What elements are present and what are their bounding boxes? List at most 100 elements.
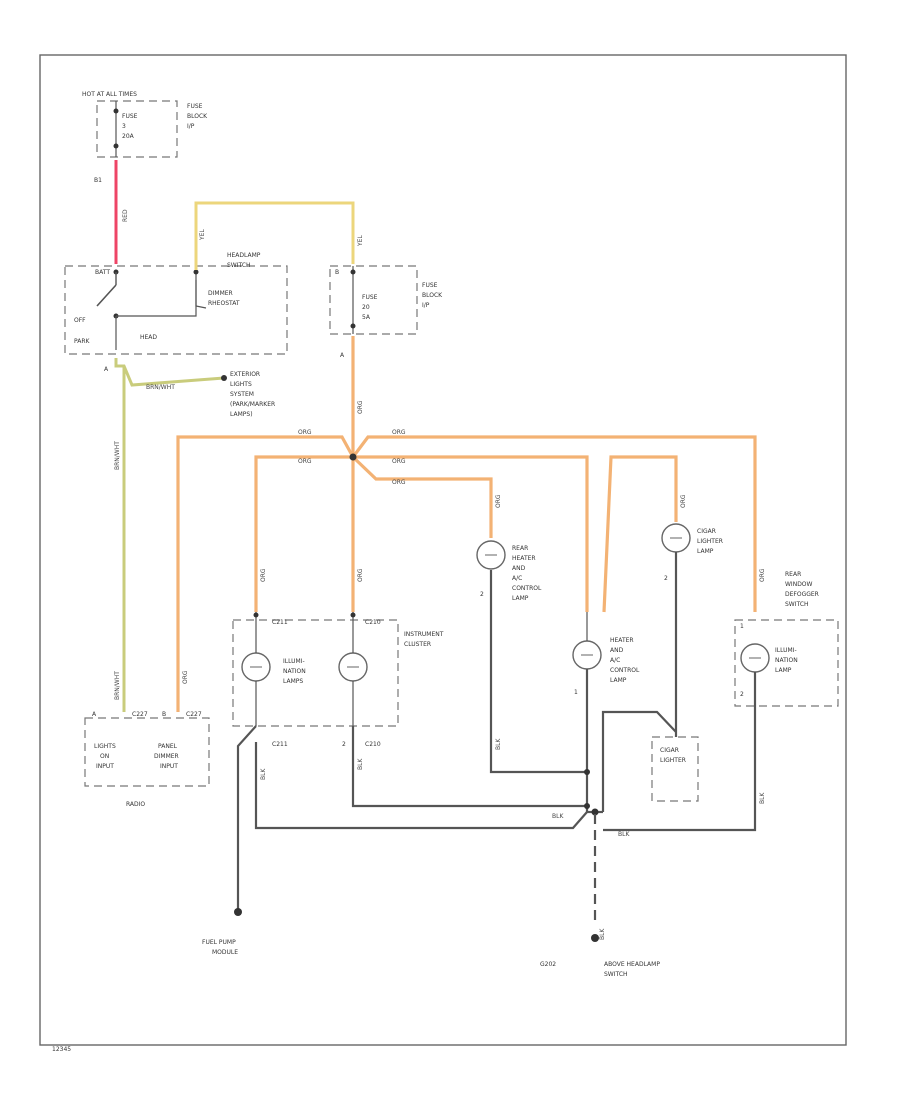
rear-heater-label-6: LAMP [512, 595, 529, 602]
frame-id: 12345 [52, 1046, 71, 1053]
cigar-lighter-box [651, 736, 699, 802]
brn-wht-wire-label-3: BRN/WHT [114, 671, 121, 700]
orange-wire-cluster-left-label-2: ORG [260, 568, 267, 582]
brn-wht-wire-label-1: BRN/WHT [146, 384, 175, 391]
defogger-illumination-label-1: ILLUMI- [775, 647, 797, 654]
rear-heater-label-1: REAR [512, 545, 528, 552]
lights-on-input-label-2: ON [100, 753, 109, 760]
heater-ac-label-4: CONTROL [610, 667, 640, 674]
fuse-20-label-3: 5A [362, 314, 371, 321]
blk-wire-splice-label-2: BLK [618, 831, 630, 838]
orange-wire-rear-heater-label: ORG [392, 479, 406, 486]
cluster-c210-top-label: C210 [365, 619, 381, 626]
radio-label: RADIO [126, 801, 145, 808]
cluster-c211-bottom-label: C211 [272, 741, 288, 748]
fuse-20-label-2: 20 [362, 304, 370, 311]
blk-splice-mid [584, 803, 590, 809]
orange-trunk-label: ORG [357, 400, 364, 414]
orange-wire-cluster-right-label: ORG [357, 568, 364, 582]
fuse-block-right-label-3: I/P [422, 302, 430, 309]
blk-wire-cluster-right-label: BLK [357, 758, 364, 770]
brn-wht-wire-label-2: BRN/WHT [114, 441, 121, 470]
ground-g202-terminal [591, 934, 599, 942]
switch-blade [96, 284, 117, 307]
cluster-c211-top-label: C211 [272, 619, 288, 626]
fuel-pump-label-1: FUEL PUMP [202, 939, 236, 946]
exterior-lights-label-1: EXTERIOR [230, 371, 260, 378]
cluster-c210-bottom-label: C210 [365, 741, 381, 748]
dimmer-rheostat-element [195, 280, 207, 309]
fuse-block-right-label-1: FUSE [422, 282, 438, 289]
switch-head-lead [116, 272, 197, 317]
hot-at-all-times-label: HOT AT ALL TIMES [82, 91, 137, 98]
rear-heater-label-4: A/C [512, 575, 522, 582]
orange-wire-cluster-left [254, 455, 353, 612]
heater-ac-label-3: A/C [610, 657, 620, 664]
orange-wire-rear-heater-label-2: ORG [495, 494, 502, 508]
blk-wire-cigar-lighter [601, 710, 677, 812]
fuse-block-right-box [329, 265, 418, 335]
above-headlamp-label-2: SWITCH [604, 971, 628, 978]
fuse-3-terminal-top [113, 108, 119, 114]
orange-splice [349, 453, 357, 461]
rear-defogger-label-2: WINDOW [785, 581, 813, 588]
cigar-lighter-label-1: CIGAR [660, 747, 679, 754]
pin-a-right-label: A [340, 352, 345, 359]
lights-on-input-label-1: LIGHTS [94, 743, 116, 750]
rear-defogger-label-3: DEFOGGER [785, 591, 819, 598]
lights-on-input-label-3: INPUT [96, 763, 114, 770]
dimmer-rheostat-label-2: RHEOSTAT [208, 300, 240, 307]
fuse-20-terminal-bottom [350, 323, 356, 329]
exterior-lights-terminal [221, 375, 227, 381]
rear-defogger-box [734, 619, 839, 707]
cigar-lighter-lamp-label-3: LAMP [697, 548, 714, 555]
radio-box [84, 717, 210, 787]
rear-heater-label-3: AND [512, 565, 526, 572]
illumination-lamps-label-2: NATION [283, 668, 306, 675]
orange-wire-radio [176, 435, 355, 712]
cigar-lighter-lamp-pin-2: 2 [664, 575, 668, 582]
orange-wire-defogger-label: ORG [392, 429, 406, 436]
blk-splice-main [591, 808, 599, 816]
cigar-lighter-lamp-label-1: CIGAR [697, 528, 716, 535]
panel-dimmer-label-1: PANEL [158, 743, 178, 750]
rheostat-terminal [193, 269, 199, 275]
brn-wht-wire-exterior [114, 358, 225, 387]
heater-ac-pin-1: 1 [574, 689, 578, 696]
heater-ac-label-1: HEATER [610, 637, 634, 644]
defogger-illumination-label-2: NATION [775, 657, 798, 664]
orange-wire-rear-heater [351, 455, 493, 538]
defogger-illumination-label-3: LAMP [775, 667, 792, 674]
cluster-c211-terminal [253, 612, 259, 618]
fuse-3-label-1: FUSE [122, 113, 138, 120]
radio-pin-c227-a: C227 [132, 711, 148, 718]
fuse-block-top-label-3: I/P [187, 123, 195, 130]
blk-wire-fuel-pump [236, 725, 257, 912]
orange-wire-cluster-left-label: ORG [298, 458, 312, 465]
blk-wire-defogger-label: BLK [759, 792, 766, 804]
orange-wire-cigar-lamp-label: ORG [680, 494, 687, 508]
yellow-wire-label-left: YEL [199, 229, 206, 241]
blk-wire-defogger [603, 672, 757, 832]
switch-head-label: HEAD [140, 334, 157, 341]
headlamp-switch-label-2: SWITCH [227, 262, 251, 269]
blk-wire-cluster-left [254, 742, 588, 830]
orange-wire-defogger [351, 435, 757, 612]
yellow-wire-label-right: YEL [357, 235, 364, 247]
panel-dimmer-label-2: DIMMER [154, 753, 179, 760]
orange-wire-heater-ac [353, 455, 589, 612]
radio-pin-c227-b: C227 [186, 711, 202, 718]
exterior-lights-label-4: (PARK/MARKER [230, 401, 275, 408]
rear-defogger-label-1: REAR [785, 571, 801, 578]
fuse-block-top-label-2: BLOCK [187, 113, 208, 120]
switch-park-label: PARK [74, 338, 91, 345]
red-wire-label: RED [122, 209, 129, 222]
cigar-lighter-label-2: LIGHTER [660, 757, 686, 764]
panel-dimmer-label-3: INPUT [160, 763, 178, 770]
headlamp-switch-label-1: HEADLAMP [227, 252, 261, 259]
instrument-cluster-box [232, 619, 399, 727]
blk-splice-upper [584, 769, 590, 775]
fuse-block-right-label-2: BLOCK [422, 292, 443, 299]
illumination-lamps-label-3: LAMPS [283, 678, 303, 685]
fuse-3-label-3: 20A [122, 133, 135, 140]
